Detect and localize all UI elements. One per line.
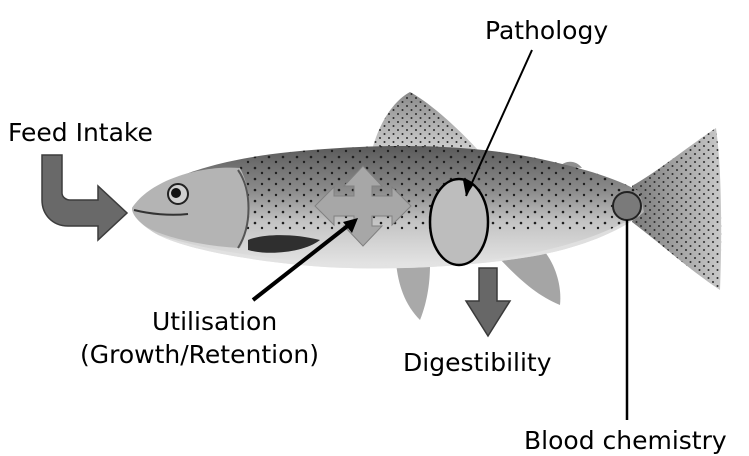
fish-head xyxy=(132,168,249,248)
label-digestibility: Digestibility xyxy=(403,348,552,377)
label-growth-retention: (Growth/Retention) xyxy=(80,340,319,369)
pelvic-fin xyxy=(396,262,430,320)
feed-intake-arrow xyxy=(42,155,127,240)
label-utilisation: Utilisation xyxy=(152,307,277,336)
label-feed-intake: Feed Intake xyxy=(8,118,153,147)
label-blood-chemistry: Blood chemistry xyxy=(524,426,727,455)
label-pathology: Pathology xyxy=(485,16,608,45)
blood-sample-marker xyxy=(613,192,641,220)
digestibility-arrow xyxy=(466,268,510,336)
